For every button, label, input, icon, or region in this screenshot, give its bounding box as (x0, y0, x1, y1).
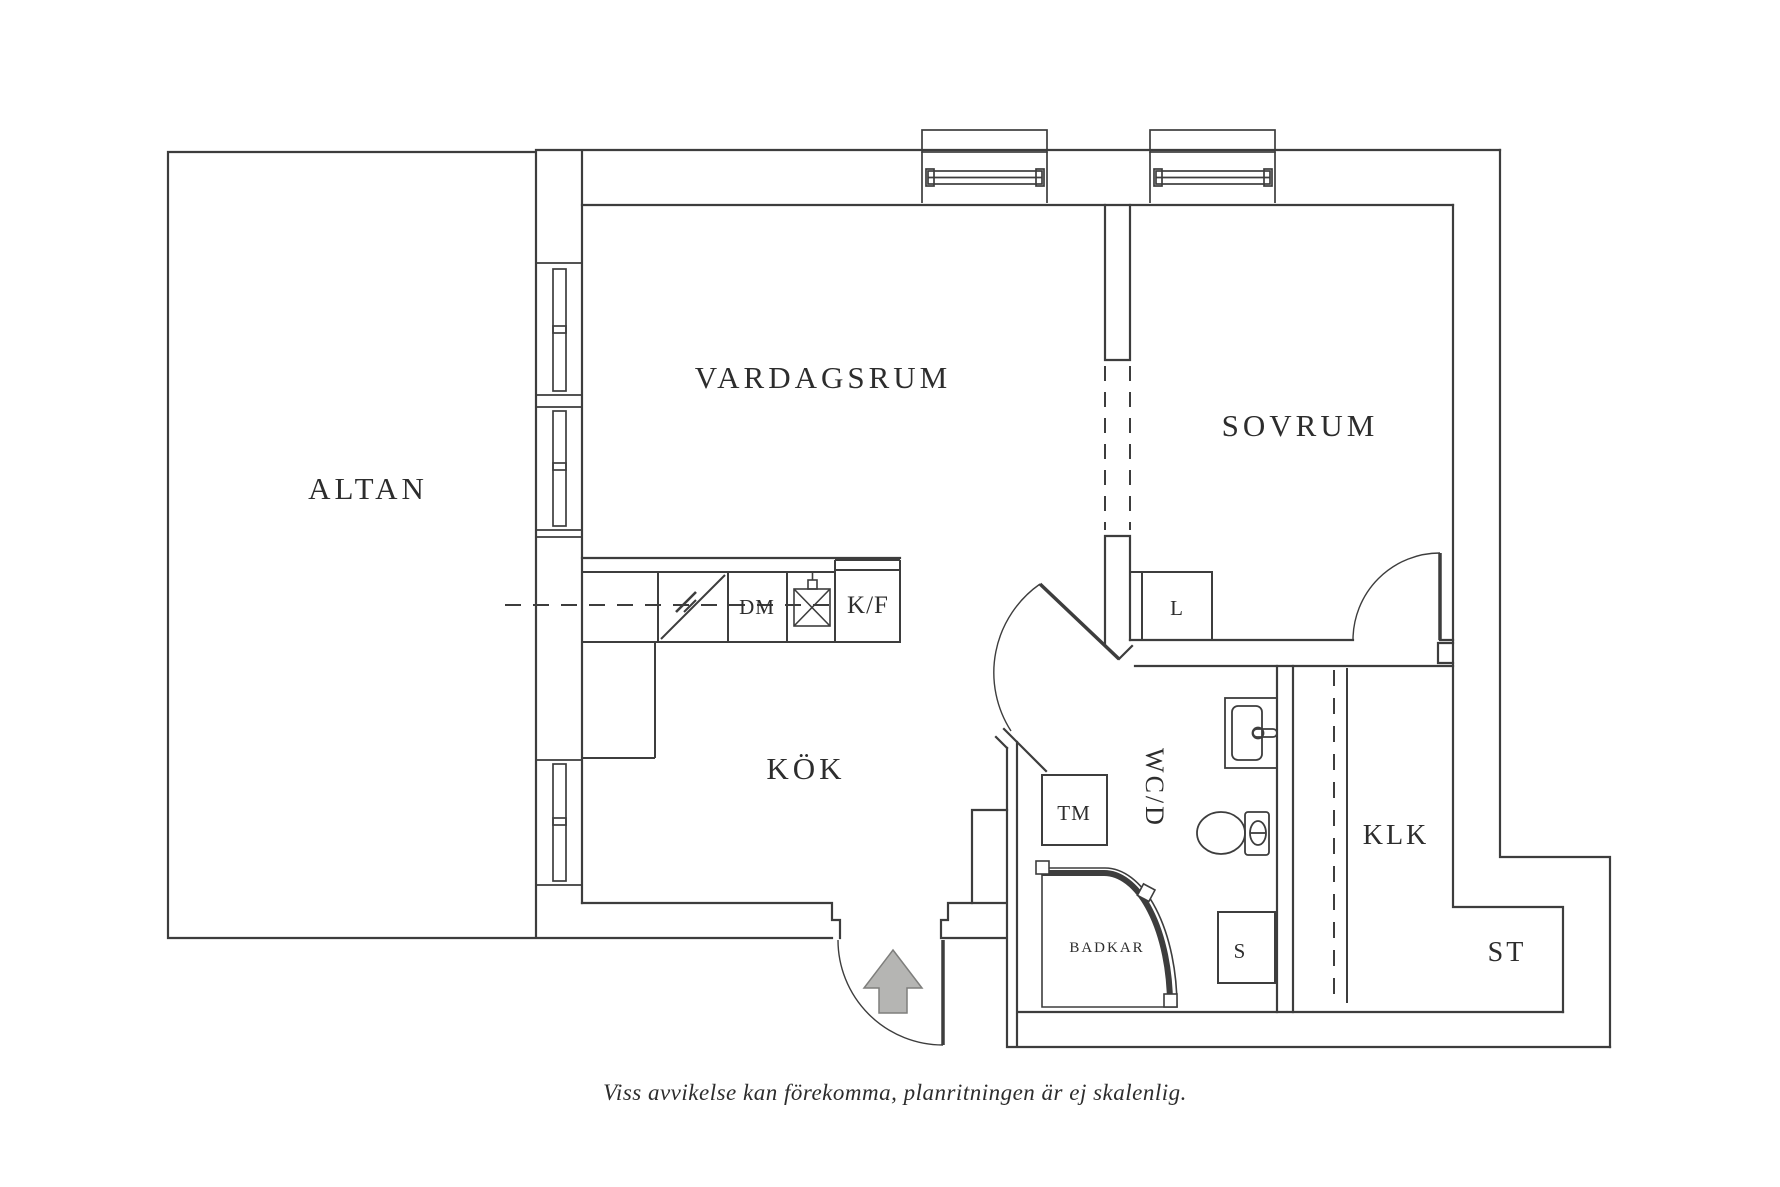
klk-door (1352, 552, 1442, 641)
label-badkar: BADKAR (1069, 940, 1144, 956)
window-top-livingroom (921, 129, 1048, 203)
entrance-arrow (862, 948, 924, 1014)
label-altan: ALTAN (308, 471, 428, 506)
label-dm: DM (739, 595, 775, 619)
bedroom-bottom-wall (1128, 638, 1455, 668)
label-sovrum: SOVRUM (1222, 408, 1379, 443)
fridge-freezer-box (834, 559, 901, 643)
bathtub (1035, 860, 1178, 1008)
hall-stub-wall (970, 808, 1009, 905)
toilet (1196, 811, 1270, 856)
sliding-opening-dashed (1104, 366, 1131, 530)
window-kitchen (536, 759, 582, 886)
counter-outline (582, 571, 900, 643)
label-s: S (1234, 939, 1247, 963)
divider-column (1103, 203, 1134, 661)
label-tm: TM (1057, 801, 1091, 825)
bathroom-fixtures (1035, 571, 1278, 1008)
dashed-marks (505, 366, 1348, 1003)
altan-outline (166, 150, 834, 940)
label-klk: KLK (1363, 820, 1430, 851)
labels: ALTAN VARDAGSRUM SOVRUM KÖK WC/D KLK ST … (308, 360, 1527, 1105)
sink-symbol (660, 574, 726, 640)
window-top-bedroom (1149, 129, 1276, 203)
label-kf: K/F (847, 592, 889, 619)
doors (837, 552, 1442, 1046)
label-kok: KÖK (766, 751, 845, 786)
washing-machine-box (1041, 774, 1108, 846)
tall-cabinet-block (582, 642, 656, 759)
right-wall (1451, 148, 1612, 1049)
windows (536, 129, 1276, 886)
label-vardagsrum: VARDAGSRUM (695, 360, 952, 395)
top-wall (534, 148, 1502, 207)
label-l: L (1170, 596, 1184, 620)
bottom-wall (580, 740, 1612, 1049)
washbasin (1224, 697, 1278, 769)
hall-chamfer-wall (994, 727, 1048, 773)
entry-door (837, 939, 945, 1046)
wcd-right-wall (1275, 664, 1295, 1014)
hob-symbol (793, 572, 831, 627)
kitchen-counter (582, 559, 901, 759)
label-st: ST (1488, 937, 1527, 968)
closet-l-box (1129, 571, 1213, 641)
window-west-upper (536, 262, 582, 408)
disclaimer-caption: Viss avvikelse kan förekomma, planritnin… (603, 1080, 1187, 1105)
walls (166, 148, 1612, 1049)
window-west-lower (536, 410, 582, 538)
cabinet-s-box (1217, 911, 1276, 984)
label-wcd: WC/D (1140, 748, 1169, 828)
wcd-door (993, 582, 1121, 732)
